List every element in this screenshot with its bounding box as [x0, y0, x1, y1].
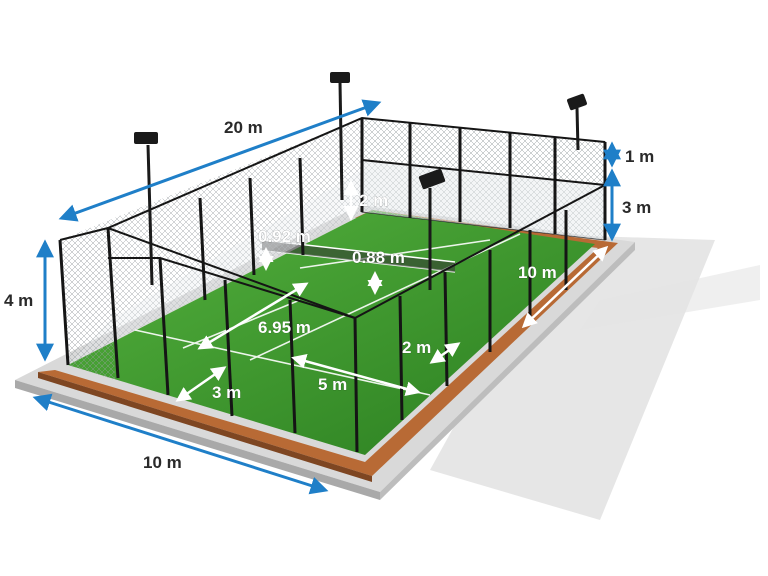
label-092m: 0.92 m — [258, 227, 311, 246]
arrow-3m-inner — [175, 366, 227, 402]
label-088m: 0.88 m — [352, 248, 405, 267]
label-2m-side: 2 m — [402, 338, 431, 357]
label-10m-side: 10 m — [518, 263, 557, 282]
dimension-labels: 20 m 10 m 4 m 1 m 3 m 2 m 0.92 m 0.88 m … — [4, 118, 654, 472]
arrow-10m-side — [521, 245, 609, 329]
label-2m-top: 2 m — [359, 191, 388, 210]
label-1m: 1 m — [625, 147, 654, 166]
arrow-2m-side — [429, 342, 461, 364]
label-695m: 6.95 m — [258, 318, 311, 337]
ground-shadow — [430, 235, 760, 520]
label-20m: 20 m — [224, 118, 263, 137]
inner-arrows — [175, 180, 609, 402]
label-10m-bottom: 10 m — [143, 453, 182, 472]
arrow-10m-bottom — [32, 393, 329, 495]
front-wall — [60, 228, 115, 380]
label-3m-back: 3 m — [622, 198, 651, 217]
label-5m: 5 m — [318, 375, 347, 394]
floodlight-icon — [418, 168, 446, 290]
label-4m: 4 m — [4, 291, 33, 310]
dimension-arrows — [32, 99, 621, 495]
label-3m-inner: 3 m — [212, 383, 241, 402]
arrow-695m — [197, 282, 309, 350]
floodlight-icon — [567, 93, 587, 151]
arrow-5m — [291, 353, 421, 397]
arrow-20m — [58, 99, 382, 222]
